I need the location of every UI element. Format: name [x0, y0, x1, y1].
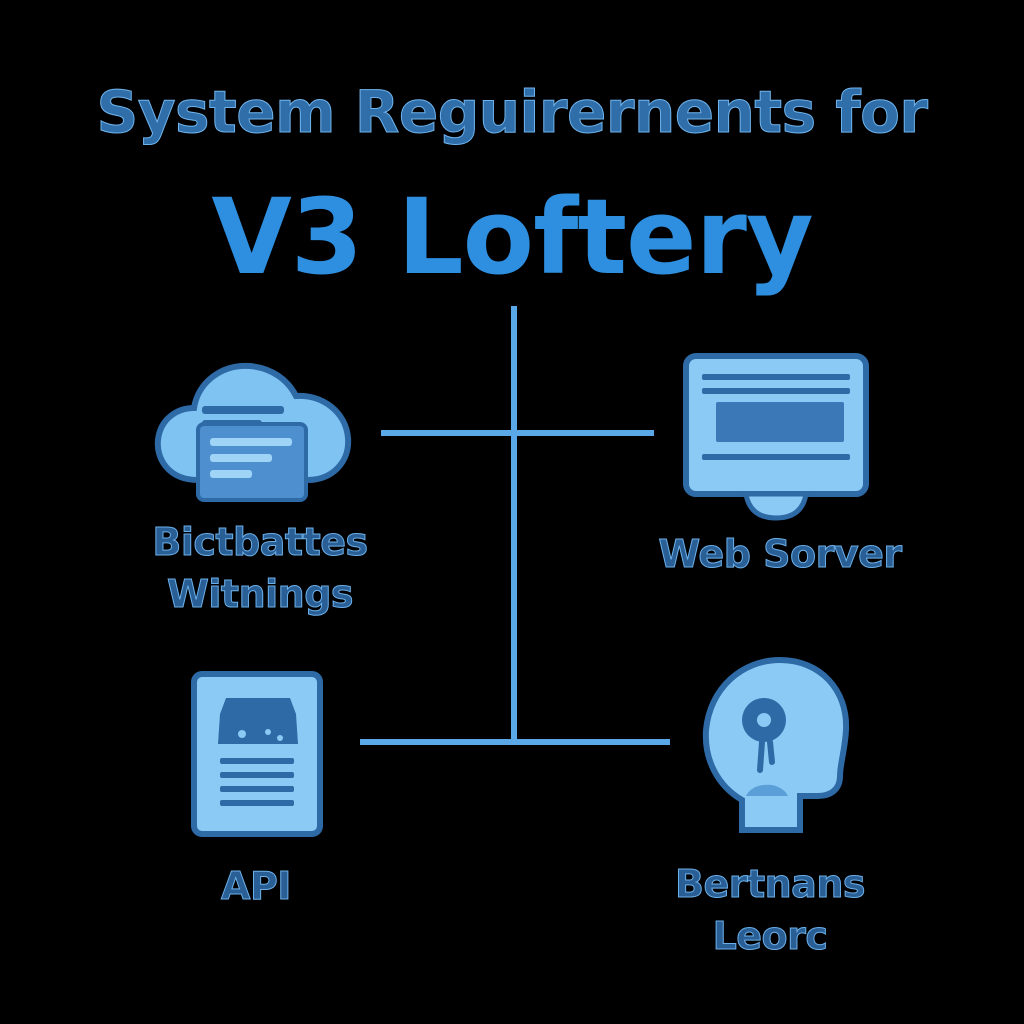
node-label-bottom-right: Bertnans Leorc — [640, 858, 900, 962]
node-label-top-left-line1: Bictbattes — [152, 520, 369, 565]
node-label-top-left-line2: Witnings — [166, 572, 354, 617]
node-label-bottom-right-line2: Leorc — [712, 914, 828, 959]
document-icon — [191, 671, 323, 837]
node-label-bottom-right-line1: Bertnans — [674, 862, 866, 907]
head-profile-icon — [702, 656, 850, 833]
monitor-icon — [683, 353, 869, 521]
cloud-document-icon — [154, 362, 352, 502]
node-label-top-left: Bictbattes Witnings — [120, 516, 400, 620]
node-label-top-right: Web Sorver — [658, 532, 903, 577]
node-label-bottom-left: API — [221, 864, 292, 909]
title-line-2: V3 Loftery — [211, 176, 813, 298]
title-line-1: System Reguirernents for — [96, 78, 929, 147]
